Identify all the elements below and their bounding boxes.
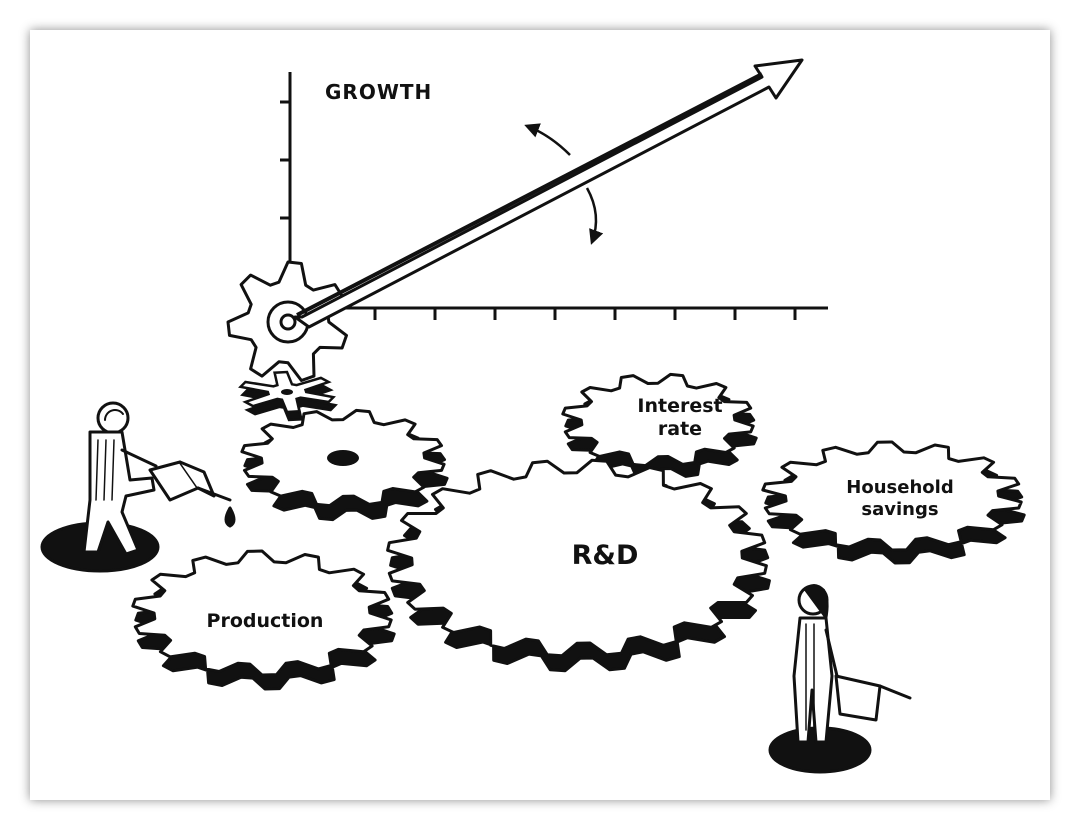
- growth-axis-label: GROWTH: [325, 80, 433, 104]
- household-savings-gear-label: Household savings: [846, 477, 954, 520]
- worker-pouring-oil-icon: [40, 401, 236, 573]
- diagram-canvas: [40, 58, 1026, 774]
- interest-rate-gear-label: Interest rate: [637, 395, 723, 441]
- rd-gear-label: R&D: [571, 540, 639, 571]
- worker-with-oil-can-icon: [768, 584, 912, 774]
- pivot-axle: [279, 313, 297, 331]
- production-gear-label: Production: [206, 610, 324, 632]
- rotate-down-arrow-icon: [585, 187, 604, 245]
- star-connector: [238, 370, 338, 422]
- small-gear-hole: [327, 450, 359, 466]
- production-gear: [131, 549, 393, 677]
- diagram-frame: GROWTH R&D Production Interest rate Hous…: [30, 30, 1050, 800]
- rotate-up-arrow-icon: [524, 123, 571, 156]
- gear-face-layer: [131, 372, 1023, 677]
- rd-gear: [386, 458, 768, 658]
- household-savings-gear: [761, 440, 1023, 552]
- interest-rate-gear: [561, 372, 755, 468]
- growth-arrow-icon: [293, 58, 804, 329]
